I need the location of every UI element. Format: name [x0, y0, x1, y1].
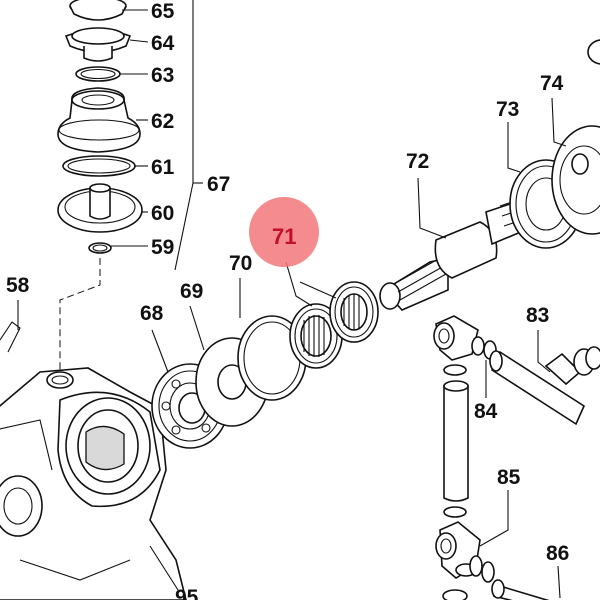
part-86-pipe — [491, 579, 562, 605]
label-85: 85 — [497, 466, 521, 489]
part-84-pipe — [443, 364, 469, 518]
leader-86 — [557, 565, 561, 599]
leader-83 — [537, 330, 551, 373]
part-71-needle-bearings — [289, 281, 379, 369]
label-62: 62 — [151, 110, 174, 133]
label-63: 63 — [151, 64, 174, 87]
axis-line — [59, 258, 101, 372]
leader-95 — [149, 545, 179, 591]
highlight-marker — [249, 197, 319, 267]
label-70: 70 — [229, 252, 252, 275]
label-86: 86 — [546, 542, 569, 565]
leader-69 — [189, 305, 205, 351]
label-71: 71 — [272, 224, 296, 249]
label-58: 58 — [6, 274, 30, 297]
label-64: 64 — [151, 32, 175, 55]
label-59: 59 — [151, 236, 174, 259]
leader-73 — [507, 122, 521, 173]
label-84: 84 — [474, 400, 498, 423]
label-72: 72 — [406, 150, 429, 173]
label-69: 69 — [180, 280, 203, 303]
part-60-flange-pin — [57, 183, 143, 233]
part-62-bell-housing — [57, 87, 141, 153]
label-74: 74 — [540, 72, 564, 95]
part-63-oring — [75, 66, 121, 82]
gearbox-housing — [0, 321, 188, 601]
part-61-ring — [62, 155, 136, 177]
leader-68 — [151, 329, 169, 373]
leader-64 — [129, 39, 149, 43]
label-83: 83 — [526, 304, 549, 327]
label-73: 73 — [496, 98, 519, 121]
leader-71 — [285, 261, 313, 307]
part-64-housing — [64, 27, 132, 62]
leader-67 — [174, 0, 194, 271]
part-74-cover — [551, 125, 600, 235]
leader-85 — [479, 490, 509, 547]
leader-74 — [551, 97, 567, 147]
label-65: 65 — [151, 0, 175, 23]
leader-72 — [417, 177, 447, 239]
label-67: 67 — [207, 173, 230, 196]
part-65-cap — [69, 0, 127, 21]
partial-part-top-right — [587, 39, 600, 65]
part-59-small-ring — [88, 242, 112, 254]
part-85-tee-fitting — [435, 521, 495, 603]
label-60: 60 — [151, 202, 174, 225]
label-95: 95 — [175, 586, 199, 600]
part-83-tee-fitting — [433, 315, 600, 426]
label-68: 68 — [140, 302, 164, 325]
label-61: 61 — [151, 156, 175, 179]
